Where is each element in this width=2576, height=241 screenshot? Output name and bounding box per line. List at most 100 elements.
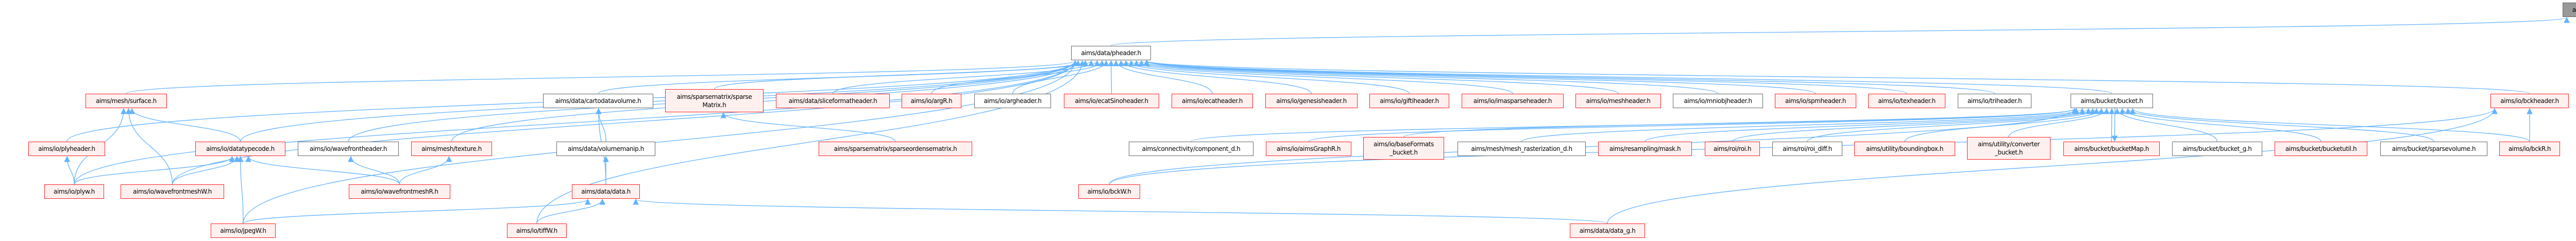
edge-bckW-to-bucket [1109,108,2078,185]
graph-node-sliceformat[interactable]: aims/data/sliceformatheader.h [776,94,890,108]
node-label: _bucket.h [1994,149,2023,156]
edge-texture-to-pheader [451,60,1081,142]
node-label: aims/bucket/bucketMap.h [2074,145,2149,152]
node-label: aims/io/ecatheader.h [1181,97,1243,105]
edge-pheader-to-header [1110,16,2569,46]
graph-node-meshraster[interactable]: aims/mesh/mesh_rasterization_d.h [1458,142,1586,156]
node-label: aims/data/cartodatavolume.h [555,97,641,105]
graph-node-sparsevolume[interactable]: aims/bucket/sparsevolume.h [2380,142,2487,156]
edge-wavefrontmeshW-to-datatypecode [172,156,240,185]
graph-node-bucket-g[interactable]: aims/bucket/bucket_g.h [2172,142,2262,156]
graph-node-gifti[interactable]: aims/io/giftiheader.h [1369,94,1449,108]
graph-node-ecatSino[interactable]: aims/io/ecatSinoheader.h [1064,94,1159,108]
graph-node-bucketutil[interactable]: aims/bucket/bucketutil.h [2275,142,2367,156]
graph-node-boundingbox[interactable]: aims/utility/boundingbox.h [1854,142,1955,156]
edge-gifti-to-pheader [1123,60,1410,94]
graph-node-header[interactable]: aims/data/header.h [2563,3,2576,17]
edge-wavefrontmeshR-to-datatypecode [245,156,400,185]
node-label: aims/bucket/bucketutil.h [2285,145,2357,152]
node-label: aims/connectivity/component_d.h [1142,145,1241,152]
graph-node-aimsGraphR[interactable]: aims/io/aimsGraphR.h [1266,142,1351,156]
graph-node-roidiff[interactable]: aims/roi/roi_diff.h [1772,142,1842,156]
graph-node-converter[interactable]: aims/utility/converter_bucket.h [1967,137,2050,160]
node-label: aims/utility/converter [1977,141,2040,148]
edge-surface-to-pheader [126,60,1078,94]
graph-node-jpegW[interactable]: aims/io/jpegW.h [211,223,276,238]
edge-bfbucket-to-bucket [1403,108,2079,137]
node-label: Matrix.h [702,101,726,109]
graph-node-wavefrontmeshW[interactable]: aims/io/wavefrontmeshW.h [121,184,224,199]
edge-jpegW-to-pheader [243,60,1078,224]
node-label: aims/io/bckR.h [2508,145,2551,152]
graph-node-data-g[interactable]: aims/data/data_g.h [1570,223,1645,238]
graph-node-argheader[interactable]: aims/io/argheader.h [974,94,1051,108]
graph-node-plyheader[interactable]: aims/io/plyheader.h [28,142,105,156]
graph-node-pheader[interactable]: aims/data/pheader.h [1071,46,1151,60]
node-label: aims/data/volumemanip.h [567,145,645,152]
node-label: aims/io/bckW.h [1087,188,1131,195]
graph-node-meshheader[interactable]: aims/io/meshheader.h [1575,94,1661,108]
graph-node-tiffW[interactable]: aims/io/tiffW.h [507,223,567,238]
edge-wavefrontmeshW-to-surface [125,108,173,185]
graph-node-mask[interactable]: aims/resampling/mask.h [1598,142,1692,156]
edge-volumemanip-to-cartodatavolume [595,108,606,142]
node-label: aims/io/meshheader.h [1586,97,1651,105]
node-label: aims/io/wavefrontheader.h [309,145,387,152]
graph-node-volumemanip[interactable]: aims/data/volumemanip.h [556,142,655,156]
node-label: aims/mesh/texture.h [421,145,482,152]
edge-plyw-to-plyheader [64,156,75,185]
edge-sparsevolume-to-bucket [2125,108,2434,142]
graph-node-datatypecode[interactable]: aims/io/datatypecode.h [195,142,285,156]
graph-node-tex[interactable]: aims/io/texheader.h [1868,94,1945,108]
graph-node-sparseorden[interactable]: aims/sparsematrix/sparseordensematrix.h [819,142,972,156]
edge-jpegW-to-datatypecode [237,156,244,224]
edge-data_g-to-bckheader [1607,108,2498,224]
graph-node-wavefrontmeshR[interactable]: aims/io/wavefrontmeshR.h [349,184,450,199]
graph-node-plyw[interactable]: aims/io/plyw.h [44,184,104,199]
node-label: aims/resampling/mask.h [1609,145,1681,152]
graph-node-texture[interactable]: aims/mesh/texture.h [411,142,492,156]
node-label: aims/io/argR.h [910,97,953,105]
graph-node-data[interactable]: aims/data/data.h [572,184,640,199]
node-label: aims/utility/boundingbox.h [1866,145,1943,152]
graph-node-roi[interactable]: aims/roi/roi.h [1705,142,1760,156]
graph-node-mniobj[interactable]: aims/io/mniobjheader.h [1673,94,1763,108]
node-label: aims/io/giftiheader.h [1380,97,1439,105]
graph-node-bckheader[interactable]: aims/io/bckheader.h [2490,94,2569,108]
node-label: aims/io/jpegW.h [220,227,266,234]
edge-ecatSino-to-pheader [1108,60,1114,94]
edge-tiffW-to-data [536,198,606,224]
graph-node-tri[interactable]: aims/io/triheader.h [1958,94,2031,108]
graph-node-bucketMap[interactable]: aims/bucket/bucketMap.h [2063,142,2160,156]
graph-node-component-d[interactable]: aims/connectivity/component_d.h [1129,142,1253,156]
node-label: aims/sparsematrix/sparse [676,93,752,100]
node-label: aims/io/genesisheader.h [1276,97,1347,105]
edge-argheader-to-pheader [1012,60,1109,94]
graph-node-imasparse[interactable]: aims/io/imasparseheader.h [1462,94,1564,108]
node-label: aims/io/wavefrontmeshR.h [361,188,438,195]
graph-node-wavefrontheader[interactable]: aims/io/wavefrontheader.h [298,142,399,156]
graph-node-bckR[interactable]: aims/io/bckR.h [2499,142,2560,156]
edge-spm-to-pheader [1143,60,1816,94]
node-label: aims/io/texheader.h [1878,97,1936,105]
graph-node-bfbucket[interactable]: aims/io/baseFormats_bucket.h [1363,137,1444,160]
node-label: aims/io/aimsGraphR.h [1276,145,1341,152]
edge-bucket_g-to-bucket [2114,108,2218,142]
node-label: aims/io/imasparseheader.h [1473,97,1552,105]
node-label: aims/bucket/bucket.h [2080,97,2143,105]
graph-node-genesis[interactable]: aims/io/genesisheader.h [1265,94,1358,108]
node-label: aims/bucket/bucket_g.h [2182,145,2252,152]
edge-tri-to-pheader [1144,60,1995,94]
edge-data_g-to-data [633,198,1608,224]
graph-node-bucket[interactable]: aims/bucket/bucket.h [2071,94,2153,108]
edge-tex-to-pheader [1144,60,1907,94]
edge-wavefrontmeshR-to-texture [399,156,452,185]
graph-node-cartodatavolume[interactable]: aims/data/cartodatavolume.h [543,94,653,108]
graph-node-spm[interactable]: aims/io/spmheader.h [1775,94,1856,108]
graph-node-bckW[interactable]: aims/io/bckW.h [1078,184,1140,199]
node-label: aims/io/wavefrontmeshW.h [133,188,212,195]
graph-node-argR[interactable]: aims/io/argR.h [902,94,961,108]
graph-node-ecat[interactable]: aims/io/ecatheader.h [1172,94,1253,108]
graph-node-surface[interactable]: aims/mesh/surface.h [86,94,167,108]
